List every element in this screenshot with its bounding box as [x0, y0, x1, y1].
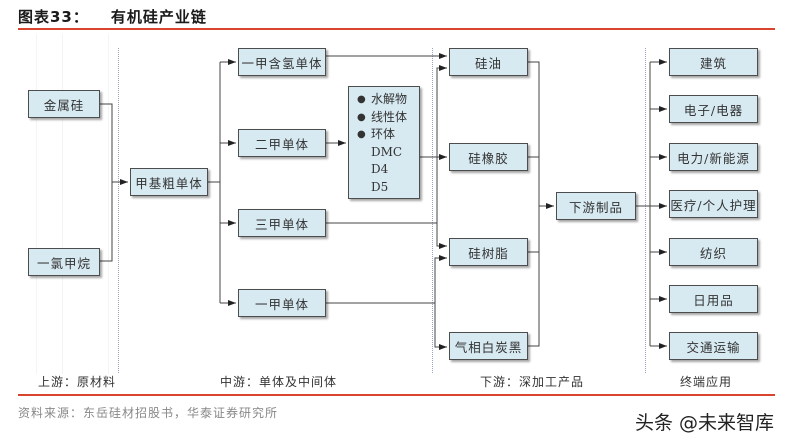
- node-app-daily: 日用品: [669, 285, 758, 313]
- node-fumed-silica: 气相白炭黑: [449, 332, 528, 360]
- intermediate-bullet-item: ●环体: [357, 126, 419, 144]
- watermark: 头条 @未来智库: [634, 412, 774, 434]
- node-label: 医疗/个人护理: [670, 197, 757, 213]
- connector-metal-silicon: [100, 103, 128, 185]
- node-methyl-hydrogen: 一甲含氢单体: [238, 48, 326, 76]
- node-intermediates: ●水解物 ●线性体 ●环体 DMC D4 D5: [348, 86, 420, 199]
- grid-line: [108, 34, 109, 374]
- figure-label: 图表33：: [18, 8, 89, 26]
- node-silicone-oil: 硅油: [449, 48, 528, 76]
- intermediate-bullet-item: ●水解物: [357, 91, 419, 109]
- stage-label-downstream: 下游：深加工产品: [480, 375, 585, 389]
- node-label: 日用品: [693, 292, 734, 308]
- intermediate-item: DMC: [371, 144, 403, 159]
- node-dimethyl: 二甲单体: [238, 129, 326, 157]
- connector-downstream-trunk: [528, 61, 540, 347]
- bullet-icon: ●: [357, 94, 366, 105]
- node-label: 硅油: [474, 55, 502, 71]
- bullet-icon: ●: [357, 129, 366, 140]
- node-methyl-chloride: 一氯甲烷: [28, 248, 100, 276]
- node-metal-silicon: 金属硅: [28, 90, 100, 118]
- node-app-medical: 医疗/个人护理: [669, 190, 758, 218]
- node-label: 一氯甲烷: [36, 255, 91, 271]
- node-label: 气相白炭黑: [454, 339, 523, 355]
- node-label: 建筑: [699, 55, 727, 71]
- node-app-textile: 纺织: [669, 238, 758, 266]
- intermediate-item: D5: [371, 179, 389, 194]
- connector-methyl-chloride: [100, 182, 113, 262]
- node-label: 一甲单体: [254, 296, 309, 312]
- grid-line: [62, 34, 63, 374]
- node-crude-monomer: 甲基粗单体: [130, 168, 208, 196]
- grid-line: [36, 34, 37, 374]
- node-downstream-products: 下游制品: [556, 192, 636, 220]
- stage-divider-2: [432, 48, 433, 373]
- intermediate-bullet-item: ●线性体: [357, 109, 419, 127]
- intermediate-item: D4: [371, 162, 389, 176]
- connector-crude-trunk: [208, 62, 221, 303]
- title-rule: [18, 28, 775, 30]
- node-label: 纺织: [699, 245, 727, 261]
- figure-title-text: 有机硅产业链: [110, 8, 207, 26]
- figure-title: 图表33： 有机硅产业链: [18, 6, 207, 27]
- node-label: 二甲单体: [254, 136, 309, 152]
- node-monomethyl: 一甲单体: [238, 289, 326, 317]
- node-label: 甲基粗单体: [135, 175, 203, 191]
- node-label: 硅橡胶: [468, 150, 509, 166]
- node-app-electronics: 电子/电器: [669, 95, 758, 123]
- node-label: 电力/新能源: [677, 150, 750, 166]
- node-label: 硅树脂: [468, 245, 509, 261]
- node-app-power: 电力/新能源: [669, 143, 758, 171]
- node-silicone-rubber: 硅橡胶: [449, 143, 528, 171]
- stage-label-upstream: 上游：原材料: [38, 375, 117, 389]
- stage-label-terminal: 终端应用: [680, 375, 733, 389]
- node-silicone-resin: 硅树脂: [449, 238, 528, 266]
- node-trimethyl: 三甲单体: [238, 209, 326, 237]
- stage-divider-1: [118, 48, 119, 373]
- node-label: 三甲单体: [254, 216, 309, 232]
- node-label: 金属硅: [43, 97, 85, 113]
- bullet-icon: ●: [357, 111, 366, 123]
- stage-divider-3: [645, 48, 646, 373]
- stage-label-midstream: 中游：单体及中间体: [220, 375, 338, 389]
- source-note: 资料来源：东岳硅材招股书，华泰证券研究所: [18, 406, 279, 420]
- node-label: 交通运输: [686, 339, 741, 355]
- node-label: 电子/电器: [683, 102, 744, 118]
- footer-rule: [18, 394, 775, 396]
- connector-monomethyl-trunk: [326, 257, 447, 347]
- node-app-transport: 交通运输: [669, 332, 758, 360]
- node-label: 下游制品: [568, 199, 623, 215]
- node-app-construction: 建筑: [669, 48, 758, 76]
- node-label: 一甲含氢单体: [241, 55, 323, 71]
